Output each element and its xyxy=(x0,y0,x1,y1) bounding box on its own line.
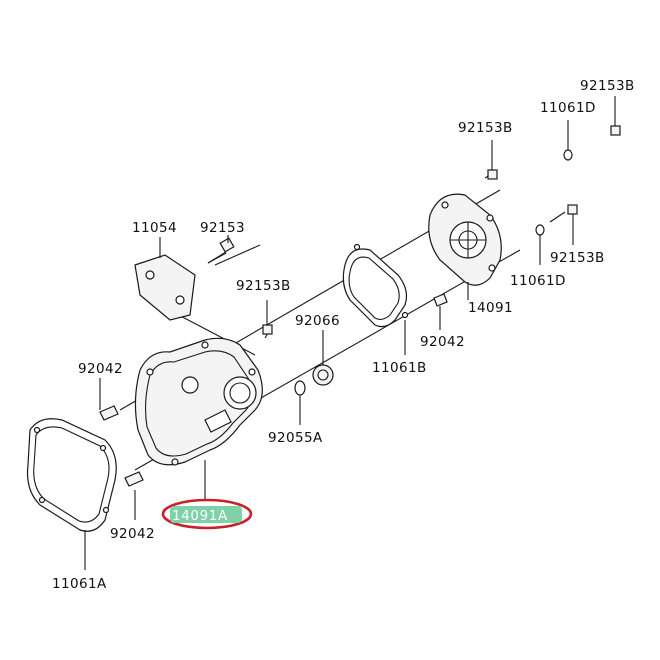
label-92055a: 92055A xyxy=(268,430,323,446)
bolt-92153b-left xyxy=(262,300,273,335)
dowel-pin-92042-right xyxy=(433,293,448,330)
label-92153b-right: 92153B xyxy=(550,250,605,266)
leader-lines xyxy=(84,378,136,570)
highlight-14091a xyxy=(161,498,253,530)
dowel-pin-92042-upper xyxy=(99,405,119,421)
label-11061d-right: 11061D xyxy=(510,273,566,289)
label-11054: 11054 xyxy=(132,220,177,236)
bolt-92153b-right xyxy=(567,204,578,245)
oring-92055a xyxy=(294,380,306,425)
part-labels: 92153B 11061D 92153B 92153 11054 92153B … xyxy=(52,78,635,592)
label-92153b-mid: 92153B xyxy=(458,120,513,136)
cover-14091 xyxy=(428,193,502,300)
label-92042-left: 92042 xyxy=(78,361,123,377)
washer-11061d-right xyxy=(535,224,545,265)
gasket-11061b xyxy=(342,243,409,355)
bolt-92153b-top xyxy=(610,96,621,136)
gear-92066 xyxy=(312,330,334,386)
cover-14091a xyxy=(134,337,263,500)
gasket-11061a xyxy=(26,418,117,532)
label-92153b-top: 92153B xyxy=(580,78,635,94)
bracket-11054 xyxy=(134,237,196,321)
label-11061d-top: 11061D xyxy=(540,100,596,116)
label-92153b-left: 92153B xyxy=(236,278,291,294)
washer-11061d-top xyxy=(563,120,573,161)
label-14091: 14091 xyxy=(468,300,513,316)
label-11061a: 11061A xyxy=(52,576,107,592)
label-11061b: 11061B xyxy=(372,360,427,376)
dowel-pin-92042-lower xyxy=(124,471,144,487)
label-92042-bottom: 92042 xyxy=(110,526,155,542)
label-14091a: 14091A xyxy=(172,508,228,524)
label-92153: 92153 xyxy=(200,220,245,236)
label-92042-right: 92042 xyxy=(420,334,465,350)
label-92066: 92066 xyxy=(295,313,340,329)
bolt-92153 xyxy=(207,235,235,264)
bolt-92153b-mid xyxy=(487,140,498,180)
